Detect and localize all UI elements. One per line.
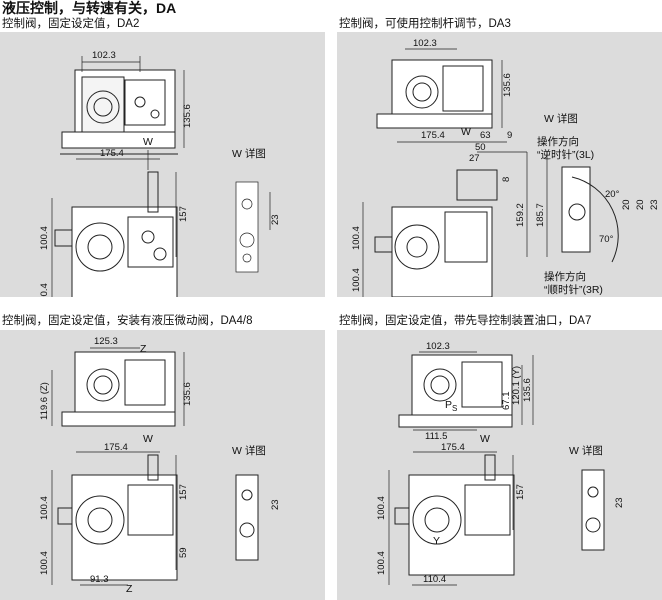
detail-label: W 详图 (569, 444, 603, 457)
view-label-w: W (480, 433, 490, 445)
dim-50: 50 (475, 142, 486, 153)
drawing-da2: 102.3 135.6 175.4 157 100.4 100.4 W W 详图… (39, 50, 281, 297)
dim-top-width: 102.3 (426, 341, 450, 352)
dim-9: 9 (507, 130, 512, 141)
dim-half-upper: 100.4 (39, 226, 50, 250)
dim-bottom: 91.3 (90, 574, 109, 585)
dim-20-b: 20 (621, 199, 632, 210)
dim-half-lower: 100.4 (39, 283, 50, 297)
dim-half-upper: 100.4 (351, 226, 362, 250)
panel-da48: 125.3 Z 119.6 (Z) 135.6 175.4 157 59 100… (0, 330, 325, 600)
dim-top-width: 102.3 (92, 50, 116, 61)
caption-da48: 控制阀，固定设定值，安装有液压微动阀，DA4/8 (2, 315, 253, 327)
dim-top-width: 102.3 (413, 38, 437, 49)
dim-159: 159.2 (515, 203, 526, 227)
dim-front-width: 175.4 (441, 442, 465, 453)
dim-27: 27 (469, 153, 480, 164)
panel-da7: 102.3 PS 67.1 120.1 (Y) 135.6 111.5 175.… (337, 330, 662, 600)
dim-top-width: 125.3 (94, 336, 118, 347)
dim-185: 185.7 (535, 203, 546, 227)
op-ccw: “逆时针”(3L) (537, 148, 594, 161)
detail-dim: 23 (270, 499, 281, 510)
caption-da7: 控制阀，固定设定值，带先导控制装置油口，DA7 (339, 315, 592, 327)
detail-label: W 详图 (544, 112, 578, 125)
dim-20-c: 20 (635, 199, 646, 210)
view-label-w: W (143, 433, 153, 445)
panel-da2: 102.3 135.6 175.4 157 100.4 100.4 W W 详图… (0, 32, 325, 297)
dim-front-width: 175.4 (100, 148, 124, 159)
detail-dim: 23 (614, 497, 625, 508)
angle-20-a: 20° (605, 189, 620, 200)
dim-left-z: 119.6 (Z) (39, 382, 50, 420)
z-bottom-label: Z (126, 583, 133, 595)
detail-label: W 详图 (232, 444, 266, 457)
dim-front-height: 157 (178, 484, 189, 500)
caption-da2: 控制阀，固定设定值，DA2 (2, 18, 140, 30)
detail-dim: 23 (270, 214, 281, 225)
drawing-da48: 125.3 Z 119.6 (Z) 135.6 175.4 157 59 100… (39, 336, 281, 595)
dim-half-upper: 100.4 (376, 496, 387, 520)
dim-half-upper: 100.4 (39, 496, 50, 520)
drawing-da7: 102.3 PS 67.1 120.1 (Y) 135.6 111.5 175.… (376, 341, 625, 586)
dim-67: 67.1 (501, 392, 512, 411)
dim-top-height: 135.6 (522, 378, 533, 402)
dim-8: 8 (501, 177, 512, 182)
dim-top-height: 135.6 (502, 73, 513, 97)
detail-label: W 详图 (232, 147, 266, 160)
dim-111: 111.5 (425, 431, 447, 442)
y-label: Y (433, 535, 440, 547)
dim-top-height: 135.6 (182, 382, 193, 406)
dim-half-lower: 100.4 (39, 551, 50, 575)
op-ccw-title: 操作方向 (537, 135, 579, 148)
dim-half-lower: 100.4 (351, 268, 362, 292)
caption-da3: 控制阀，可使用控制杆调节，DA3 (339, 18, 511, 30)
z-label: Z (140, 343, 147, 355)
dim-front-width: 175.4 (104, 442, 128, 453)
p-label: PS (445, 399, 457, 413)
op-cw-title: 操作方向 (544, 270, 586, 283)
view-label-w: W (143, 136, 153, 148)
dim-59: 59 (178, 547, 189, 558)
dim-23: 23 (649, 199, 660, 210)
dim-front-height: 157 (178, 206, 189, 222)
dim-front-width: 175.4 (421, 130, 445, 141)
dim-top-height: 135.6 (182, 104, 193, 128)
angle-70: 70° (599, 234, 614, 245)
dim-front-height: 157 (515, 484, 526, 500)
drawing-da3: 102.3 135.6 175.4 63 9 50 27 8 159.2 185… (351, 38, 660, 297)
dim-bottom: 110.4 (423, 574, 446, 585)
dim-63: 63 (480, 130, 491, 141)
dim-half-lower: 100.4 (376, 551, 387, 575)
panel-da3: 102.3 135.6 175.4 63 9 50 27 8 159.2 185… (337, 32, 662, 297)
view-label-w: W (461, 126, 471, 138)
dim-120-y: 120.1 (Y) (511, 366, 522, 405)
page-title: 液压控制，与转速有关，DA (2, 0, 177, 16)
op-cw: “顺时针”(3R) (544, 283, 603, 296)
